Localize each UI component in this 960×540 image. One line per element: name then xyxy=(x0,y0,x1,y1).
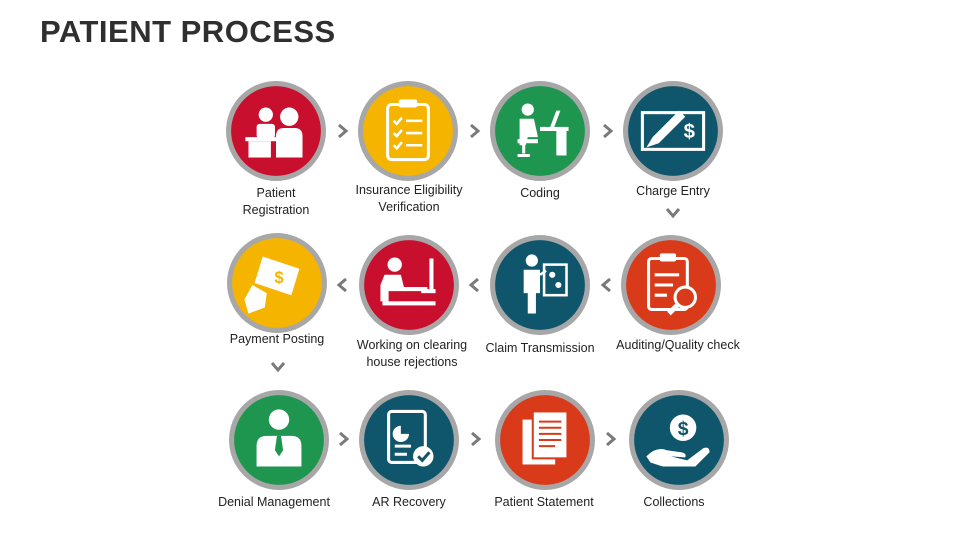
documents-icon xyxy=(495,390,595,490)
step-label: Patient Statement xyxy=(494,495,594,509)
step-label: Insurance Eligibility Verification xyxy=(355,183,463,214)
step-coding xyxy=(489,80,591,182)
chevron-right-icon xyxy=(468,431,484,447)
step-label: Working on clearing house rejections xyxy=(356,338,468,369)
hand-coin-icon: $ xyxy=(629,390,729,490)
chevron-right-icon xyxy=(603,431,619,447)
report-check-icon xyxy=(359,390,459,490)
chevron-left-icon xyxy=(598,277,614,293)
registration-icon xyxy=(226,81,326,181)
chevron-right-icon xyxy=(467,123,483,139)
chevron-right-icon xyxy=(600,123,616,139)
step-charge-entry: $ xyxy=(622,80,724,182)
step-patient-registration xyxy=(225,80,327,182)
chevron-down-icon xyxy=(270,359,286,375)
chevron-left-icon xyxy=(466,277,482,293)
step-label: Patient Registration xyxy=(242,186,310,217)
step-denial-management xyxy=(228,389,330,491)
step-label: Collections xyxy=(643,495,705,509)
chevron-down-icon xyxy=(665,205,681,221)
presenter-board-icon xyxy=(490,235,590,335)
svg-text:$: $ xyxy=(678,418,689,440)
clipboard-checklist-icon xyxy=(358,81,458,181)
step-auditing xyxy=(620,234,722,336)
check-pen-icon: $ xyxy=(623,81,723,181)
step-label: AR Recovery xyxy=(372,495,446,509)
svg-text:$: $ xyxy=(275,269,284,287)
chevron-right-icon xyxy=(335,123,351,139)
svg-text:$: $ xyxy=(684,121,696,143)
hand-money-icon: $ xyxy=(227,233,327,333)
clipboard-magnifier-icon xyxy=(621,235,721,335)
page-title: PATIENT PROCESS xyxy=(40,14,336,49)
step-payment-posting: $ xyxy=(226,232,328,334)
step-label: Auditing/Quality check xyxy=(616,338,740,352)
person-at-computer-icon xyxy=(490,81,590,181)
step-label: Payment Posting xyxy=(229,332,325,346)
chevron-left-icon xyxy=(334,277,350,293)
businessman-icon xyxy=(229,390,329,490)
step-patient-statement xyxy=(494,389,596,491)
step-collections: $ xyxy=(628,389,730,491)
step-label: Claim Transmission xyxy=(485,341,595,355)
step-label: Coding xyxy=(520,186,560,200)
step-label: Denial Management xyxy=(218,495,330,509)
step-label: Charge Entry xyxy=(636,184,710,198)
step-clearing-house-rejections xyxy=(358,234,460,336)
step-ar-recovery xyxy=(358,389,460,491)
person-at-desk-icon xyxy=(359,235,459,335)
step-insurance-eligibility xyxy=(357,80,459,182)
chevron-right-icon xyxy=(336,431,352,447)
step-claim-transmission xyxy=(489,234,591,336)
